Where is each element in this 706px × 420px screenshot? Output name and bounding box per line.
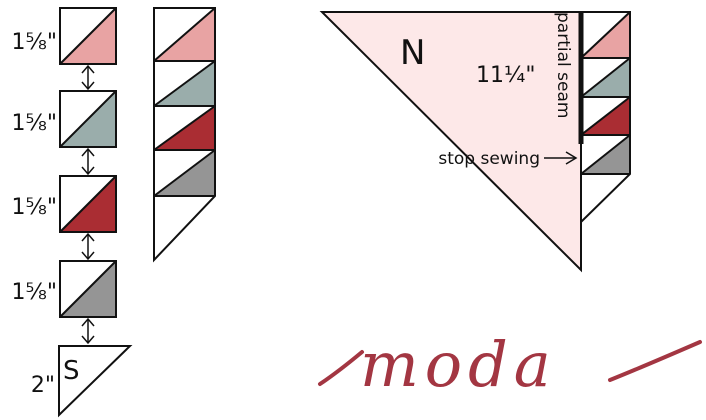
big-triangle-n — [319, 11, 582, 273]
end-triangle-letter: S — [63, 356, 80, 386]
big-triangle-letter: N — [400, 33, 425, 73]
moda-logo-swash-left — [318, 350, 364, 386]
double-arrow-icon — [81, 64, 95, 91]
arrow-right-icon — [544, 151, 578, 165]
sewn-strip — [153, 7, 216, 263]
unit-4-size-label: 1⅝" — [12, 280, 57, 305]
moda-logo-text: moda — [360, 328, 557, 401]
stop-sewing-label: stop sewing — [438, 149, 540, 169]
end-triangle-s — [58, 345, 133, 418]
moda-logo-swash-right — [608, 340, 702, 382]
unit-3 — [59, 175, 117, 233]
unit-2-size-label: 1⅝" — [12, 111, 57, 136]
big-triangle-size-label: 11¼" — [476, 63, 535, 88]
partial-seam-label: partial seam — [553, 12, 573, 118]
double-arrow-icon — [81, 317, 95, 345]
double-arrow-icon — [81, 232, 95, 261]
unit-1-size-label: 1⅝" — [12, 30, 57, 55]
unit-column: 1⅝" 1⅝" 1⅝" — [12, 7, 133, 418]
unit-1 — [59, 7, 117, 65]
double-arrow-icon — [81, 147, 95, 176]
unit-3-size-label: 1⅝" — [12, 195, 57, 220]
unit-2 — [59, 90, 117, 148]
assembly: N 11¼" — [319, 11, 631, 273]
unit-4 — [59, 260, 117, 318]
attached-strip — [580, 11, 631, 225]
moda-logo: moda — [318, 328, 702, 401]
end-triangle-size-label: 2" — [31, 373, 55, 398]
